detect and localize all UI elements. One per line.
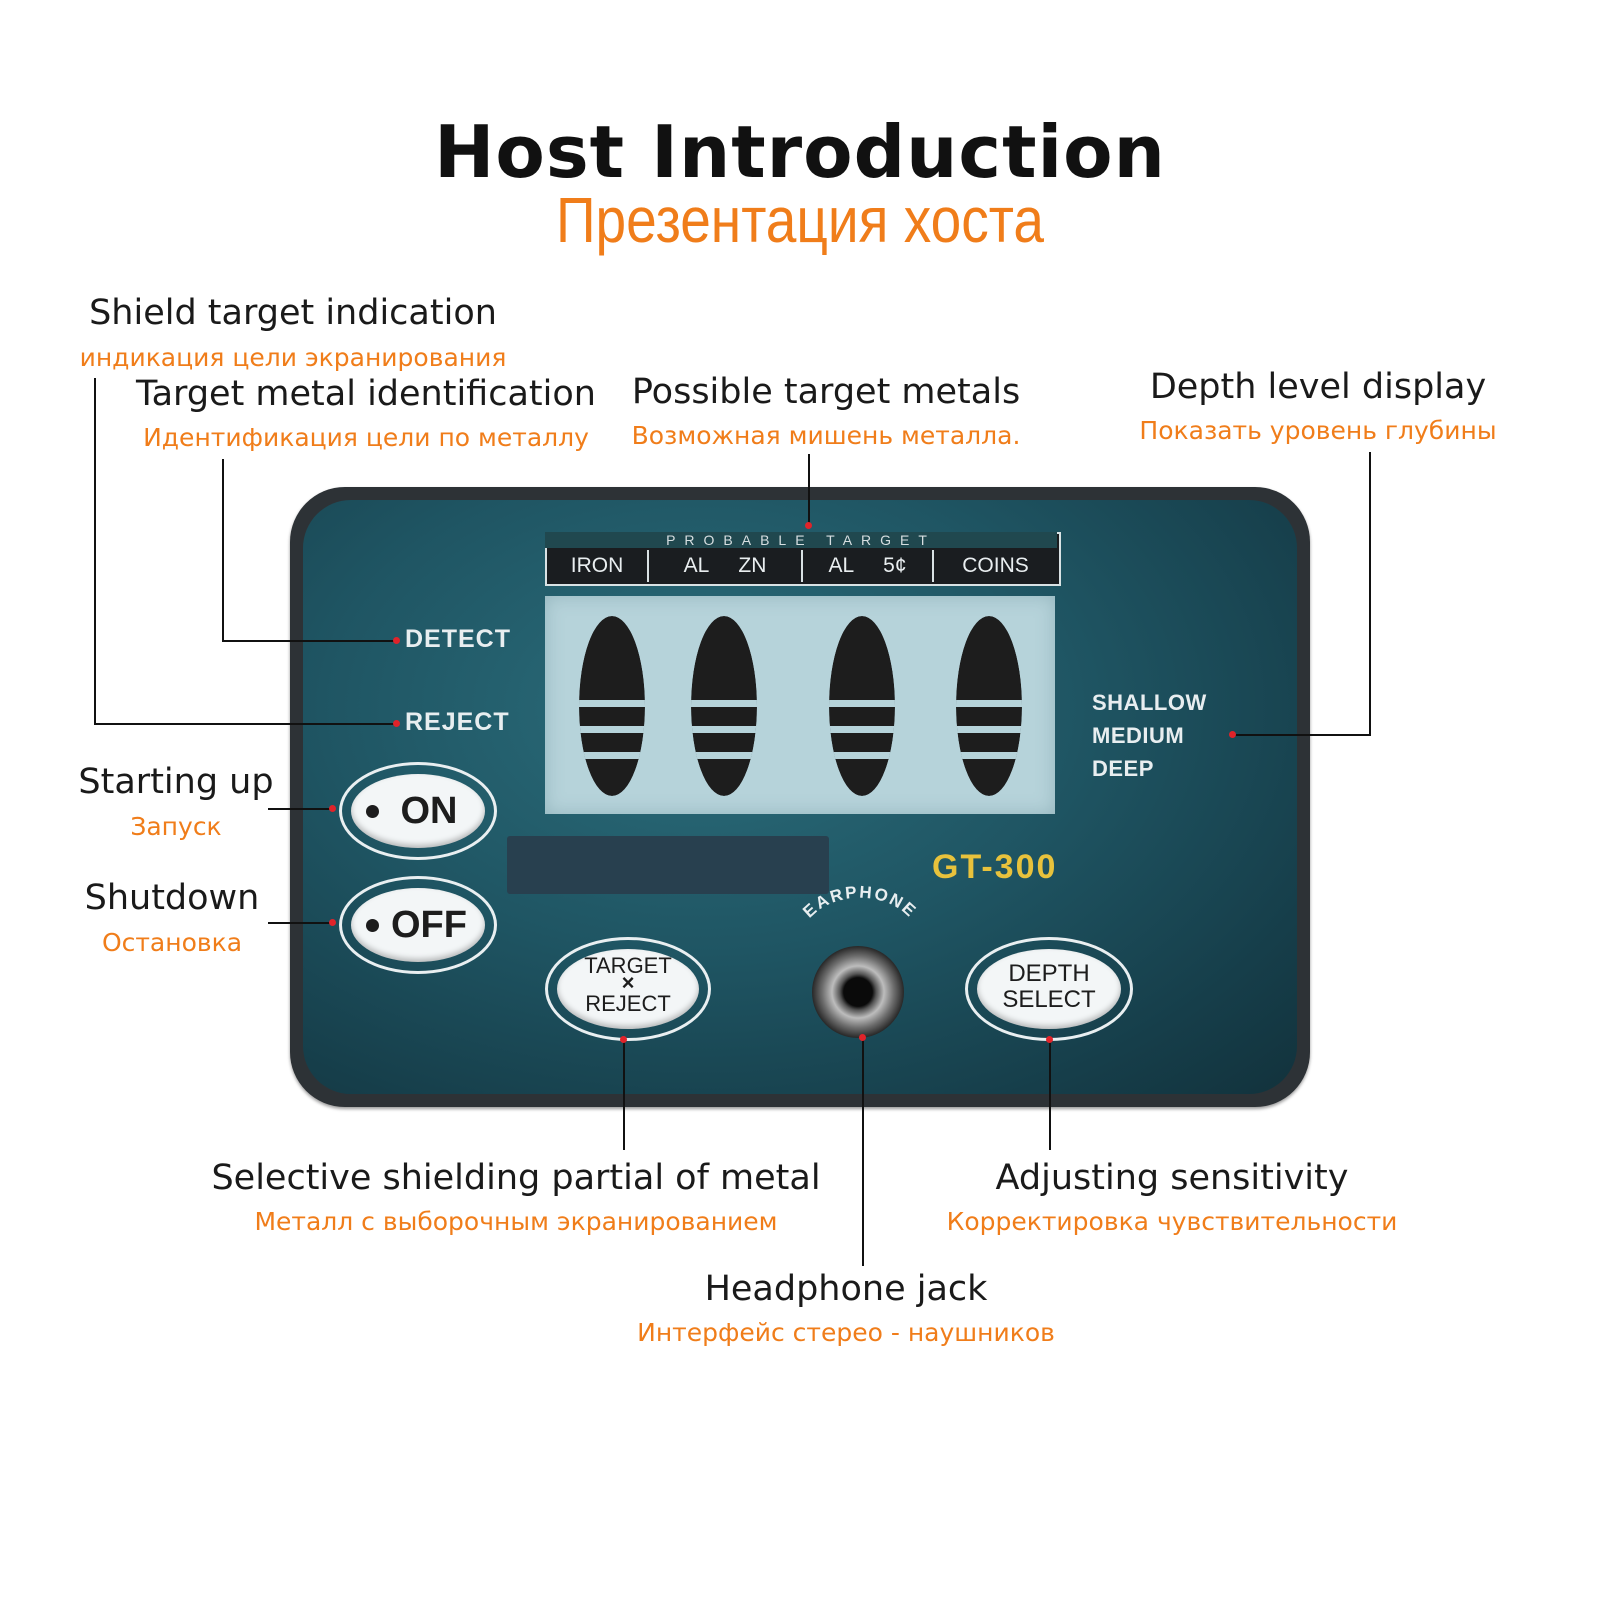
blank-label-plate (507, 836, 829, 894)
leader-line-possible (808, 454, 810, 526)
target-reject-line1: TARGET (584, 953, 672, 978)
leader-line-target-metal-h (222, 640, 396, 642)
depth-select-line2: SELECT (1002, 986, 1096, 1013)
leader-line-depth-v (1369, 452, 1371, 736)
callout-target-metal-ru: Идентификация цели по металлу (143, 423, 589, 452)
callout-starting-en: Starting up (78, 762, 274, 802)
leader-line-shield-h (94, 723, 396, 725)
leader-line-adjusting (1049, 1041, 1051, 1150)
headphone-jack[interactable] (812, 946, 904, 1038)
target-cell-iron: IRON (570, 554, 624, 577)
depth-shallow: SHALLOW (1092, 690, 1207, 715)
leader-line-selective (623, 1041, 625, 1150)
earphone-arc-label: EARPHONE (799, 883, 921, 922)
callout-dot-off (329, 919, 336, 926)
callout-possible-en: Possible target metals (631, 372, 1021, 412)
off-button-label: OFF (391, 904, 467, 946)
target-cell-al-zn: AL ZN (647, 550, 801, 582)
probable-target-cells: IRON AL ZN AL 5¢ COINS (547, 550, 1057, 582)
depth-select-line1: DEPTH (1008, 960, 1090, 987)
depth-select-button[interactable]: DEPTH SELECT (965, 937, 1133, 1041)
callout-headphone-en: Headphone jack (704, 1269, 988, 1309)
earphone-label: EARPHONE (799, 883, 919, 922)
lcd-segment-iron (579, 616, 645, 796)
lcd-display (545, 596, 1055, 814)
callout-shield-en: Shield target indication (89, 293, 497, 333)
callout-depth-ru: Показать уровень глубины (1139, 416, 1497, 445)
target-reject-line3: REJECT (585, 991, 671, 1016)
target-reject-button[interactable]: TARGET × REJECT (545, 937, 711, 1041)
callout-starting-ru: Запуск (130, 812, 222, 841)
callout-shutdown-ru: Остановка (101, 928, 243, 957)
depth-deep: DEEP (1092, 756, 1154, 781)
callout-adjusting-en: Adjusting sensitivity (995, 1158, 1349, 1198)
off-button[interactable]: OFF (339, 876, 497, 974)
callout-dot-reject (393, 720, 400, 727)
leader-line-shutdown (268, 922, 332, 924)
leader-line-starting (268, 808, 332, 810)
callout-dot-depth (1229, 731, 1236, 738)
callout-dot-on (329, 805, 336, 812)
page-subtitle-ru: Презентация хоста (556, 184, 1044, 256)
callout-dot-depth-select (1046, 1036, 1053, 1043)
callout-selective-ru: Металл с выборочным экранированием (254, 1207, 778, 1236)
depth-medium: MEDIUM (1092, 723, 1185, 748)
off-button-dot-icon (366, 919, 379, 932)
model-name: GT-300 (932, 848, 1058, 886)
on-button-dot-icon (366, 805, 379, 818)
callout-selective-en: Selective shielding partial of metal (211, 1158, 821, 1198)
page-title: Host Introduction (434, 110, 1166, 194)
lcd-segment-coins (956, 616, 1022, 796)
leader-line-headphone (862, 1038, 864, 1266)
leader-line-depth-h (1232, 734, 1371, 736)
callout-target-metal-en: Target metal identification (136, 374, 596, 414)
probable-target-header: PROBABLE TARGET (545, 532, 1057, 548)
lcd-segment-al-5c (829, 616, 895, 796)
callout-dot-detect (393, 637, 400, 644)
target-reject-x-icon: × (621, 970, 635, 995)
on-button[interactable]: ON (339, 762, 497, 860)
reject-indicator-label: REJECT (405, 708, 510, 736)
callout-shield-ru: индикация цели экранирования (79, 343, 507, 372)
svg-text:EARPHONE: EARPHONE (799, 883, 921, 922)
callout-headphone-ru: Интерфейс стерео - наушников (637, 1318, 1055, 1347)
callout-dot-target-reject (620, 1036, 627, 1043)
on-button-label: ON (400, 790, 458, 832)
callout-dot-probable-target (805, 522, 812, 529)
lcd-segment-al-zn (691, 616, 757, 796)
detect-indicator-label: DETECT (405, 625, 511, 653)
callout-depth-en: Depth level display (1149, 367, 1487, 407)
leader-line-shield-v (94, 378, 96, 725)
target-cell-al-5c: AL 5¢ (801, 550, 932, 582)
callout-shutdown-en: Shutdown (84, 878, 260, 918)
depth-level-list: SHALLOW MEDIUM DEEP (1092, 686, 1207, 785)
callout-adjusting-ru: Корректировка чувствительности (946, 1207, 1398, 1236)
callout-dot-jack (859, 1034, 866, 1041)
leader-line-target-metal-v (222, 459, 224, 641)
target-cell-coins: COINS (932, 550, 1057, 582)
callout-possible-ru: Возможная мишень металла. (631, 421, 1021, 450)
